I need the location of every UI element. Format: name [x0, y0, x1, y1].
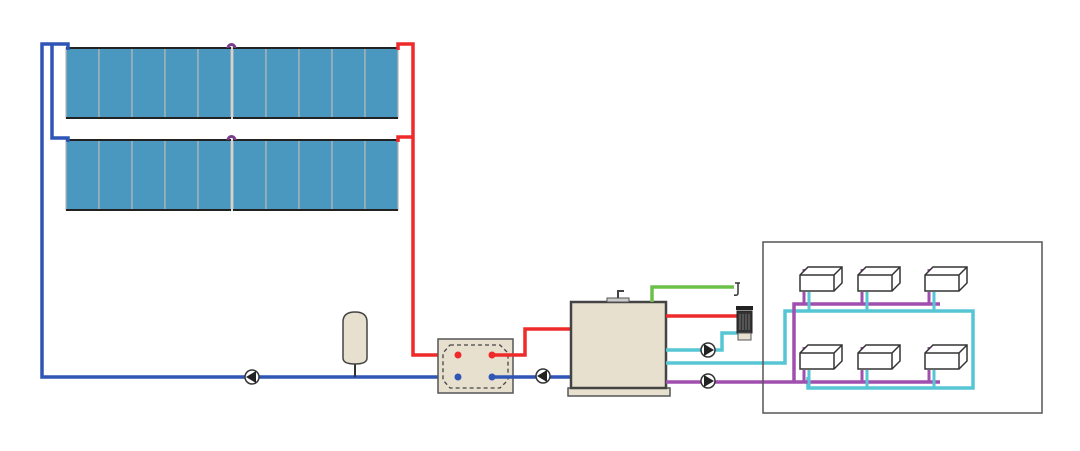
indoor-unit — [924, 344, 968, 388]
solar-collector — [232, 47, 399, 119]
collector-return-pipe — [40, 42, 458, 379]
indoor-units — [799, 266, 968, 388]
collector-supply-branch — [396, 135, 413, 142]
collector-tube — [298, 47, 333, 119]
indoor-unit — [924, 266, 968, 311]
collector-tube — [131, 47, 166, 119]
solar-collector — [232, 139, 399, 211]
collector-tube — [164, 139, 199, 211]
collector-tube — [65, 47, 100, 119]
expansion-tank — [342, 311, 368, 377]
auxiliary-heater — [736, 306, 753, 341]
indoor-unit — [857, 266, 901, 311]
circulation-pump-icon — [700, 342, 716, 358]
collector-return-branch — [50, 44, 70, 142]
solar-collector — [65, 139, 232, 211]
indoor-unit — [799, 344, 843, 388]
indoor-unit — [857, 344, 901, 388]
collector-tube — [265, 47, 300, 119]
collector-tube — [364, 139, 399, 211]
collector-tube — [331, 139, 366, 211]
circulation-pump-icon — [535, 368, 551, 384]
heat-exchanger — [437, 338, 514, 394]
collector-connector-icon — [226, 135, 237, 141]
collector-tube — [197, 47, 232, 119]
exchanger-to-tank-hot-pipe — [494, 327, 572, 357]
collector-tube — [364, 47, 399, 119]
collector-tube — [65, 139, 100, 211]
heated-room-boundary — [762, 241, 1043, 414]
collector-supply-pipe — [396, 42, 458, 357]
collector-tube — [98, 47, 133, 119]
collector-connector-icon — [226, 43, 237, 49]
collector-tube — [232, 47, 267, 119]
inlet-valve-icon — [733, 282, 740, 296]
collector-tube — [298, 139, 333, 211]
solar-collector — [65, 47, 232, 119]
collector-tube — [232, 139, 267, 211]
collector-tube — [265, 139, 300, 211]
collector-tube — [197, 139, 232, 211]
heater-supply-pipe — [666, 331, 738, 352]
collector-tube — [164, 47, 199, 119]
circulation-pump-icon — [244, 369, 260, 385]
collector-tube — [98, 139, 133, 211]
solar-collector-array — [65, 43, 399, 211]
circulation-pump-icon — [700, 373, 716, 389]
collector-tube — [131, 139, 166, 211]
cold-water-inlet-pipe — [650, 285, 734, 302]
collector-tube — [331, 47, 366, 119]
indoor-unit — [799, 266, 843, 311]
storage-tank — [567, 290, 671, 397]
